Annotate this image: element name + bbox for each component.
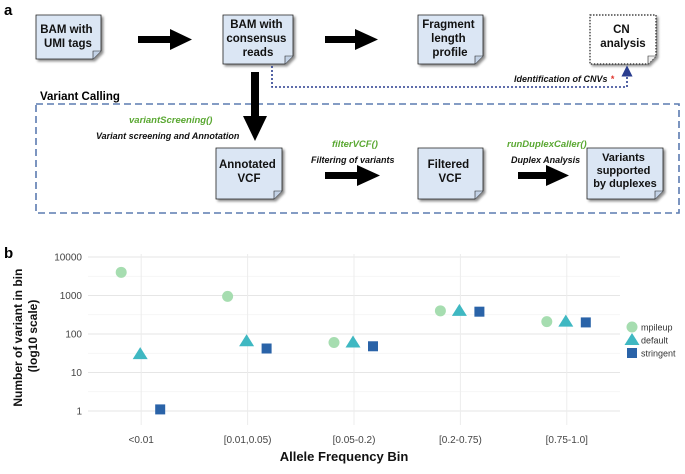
y-tick-label: 100 bbox=[65, 330, 82, 341]
variant-calling-title: Variant Calling bbox=[40, 91, 120, 103]
data-point-default bbox=[132, 347, 148, 360]
svg-text:Variants supported: Variants supported by duplexes bbox=[593, 152, 657, 190]
data-point-stringent bbox=[580, 317, 591, 328]
frequency-scatter-plot: 10000 1000 100 10 1 <0.01 [0.01,0.05) [0.05-0.2… bbox=[54, 253, 620, 446]
box-bam-umi-line-2: UMI tags bbox=[44, 38, 92, 50]
arrow-filtered-to-variants bbox=[518, 165, 569, 186]
arrow-umi-to-consensus bbox=[138, 29, 192, 50]
data-point-stringent bbox=[474, 306, 485, 317]
arrow-annotated-to-filtered bbox=[325, 165, 380, 186]
box-cn-line-1: CN bbox=[613, 24, 630, 36]
arrow-consensus-to-annotated bbox=[243, 72, 267, 141]
y-axis-label-line-2: (log10 scale) bbox=[26, 300, 40, 373]
box-variants-line-3: by duplexes bbox=[593, 178, 657, 190]
variant-calling-frame bbox=[35, 103, 680, 214]
chart-legend: mpileup default stringent bbox=[624, 321, 676, 359]
fn-run-duplex-desc: Duplex Analysis bbox=[511, 155, 580, 165]
x-tick-label: [0.75-1.0] bbox=[546, 435, 588, 446]
box-annotated-vcf: Annotated VCF bbox=[215, 147, 283, 200]
data-point-stringent bbox=[368, 341, 378, 352]
y-tick-label: 1 bbox=[76, 407, 82, 418]
data-point-mpileup bbox=[434, 305, 446, 317]
y-tick-label: 10 bbox=[71, 368, 83, 379]
svg-text:Annotated VCF: Annotated VCF bbox=[219, 159, 279, 185]
y-axis-label: Number of variant in bin (log10 scale) bbox=[11, 265, 40, 406]
x-tick-label: [0.01,0.05) bbox=[224, 435, 272, 446]
data-point-default bbox=[345, 335, 361, 348]
box-bam-consensus-line-1: BAM with bbox=[230, 19, 282, 31]
svg-text:Filtered VCF: Filtered VCF bbox=[428, 159, 473, 185]
y-axis-label-line-1: Number of variant in bin bbox=[11, 269, 25, 407]
data-point-default bbox=[239, 334, 255, 347]
legend-label-stringent: stringent bbox=[641, 349, 676, 359]
data-point-stringent bbox=[155, 404, 166, 415]
box-variants-line-1: Variants bbox=[602, 152, 645, 164]
data-point-default bbox=[451, 303, 467, 316]
box-cn-analysis: CN analysis bbox=[589, 14, 657, 65]
data-point-mpileup bbox=[541, 316, 553, 328]
data-point-mpileup bbox=[115, 266, 127, 278]
box-fragment-line-2: length bbox=[431, 33, 466, 45]
box-bam-consensus-line-2: consensus bbox=[226, 33, 286, 45]
box-variants-line-2: supported bbox=[597, 165, 651, 177]
data-point-mpileup bbox=[328, 337, 340, 349]
box-bam-umi-line-1: BAM with bbox=[40, 24, 92, 36]
box-bam-consensus-line-3: reads bbox=[243, 47, 274, 59]
data-point-mpileup bbox=[222, 290, 234, 302]
data-point-default bbox=[558, 314, 574, 327]
box-filtered-vcf: Filtered VCF bbox=[417, 147, 484, 200]
x-tick-label: [0.2-0.75) bbox=[439, 435, 482, 446]
box-bam-umi: BAM with UMI tags bbox=[35, 14, 102, 60]
box-annotated-line-1: Annotated bbox=[219, 159, 276, 171]
cnv-asterisk: * bbox=[610, 74, 614, 84]
box-filtered-line-2: VCF bbox=[439, 173, 462, 185]
fn-variant-screening: variantScreening() bbox=[129, 115, 212, 126]
x-tick-label: <0.01 bbox=[129, 435, 155, 446]
arrow-cnv-dotted bbox=[271, 65, 633, 88]
legend-label-mpileup: mpileup bbox=[641, 323, 673, 333]
box-bam-consensus: BAM with consensus reads bbox=[222, 14, 294, 65]
box-cn-line-2: analysis bbox=[600, 38, 645, 50]
legend-marker-default bbox=[624, 333, 640, 345]
box-variants-duplexes: Variants supported by duplexes bbox=[586, 147, 664, 200]
legend-marker-mpileup bbox=[626, 321, 638, 333]
fn-filter-vcf-desc: Filtering of variants bbox=[311, 155, 395, 165]
x-tick-label: [0.05-0.2) bbox=[333, 435, 376, 446]
fn-filter-vcf: filterVCF() bbox=[332, 139, 378, 150]
cnv-label: Identification of CNVs bbox=[514, 74, 608, 84]
box-fragment-line-1: Fragment bbox=[422, 19, 475, 31]
box-filtered-line-1: Filtered bbox=[428, 159, 470, 171]
legend-label-default: default bbox=[641, 336, 669, 346]
y-tick-label: 10000 bbox=[54, 253, 82, 264]
y-tick-label: 1000 bbox=[60, 291, 83, 302]
box-fragment-length: Fragment length profile bbox=[417, 14, 484, 65]
svg-text:BAM with UMI tags: BAM with UMI tags bbox=[40, 24, 96, 50]
x-axis-label: Allele Frequency Bin bbox=[280, 449, 409, 464]
svg-text:BAM with consensus: BAM with consensus reads bbox=[226, 19, 289, 59]
box-annotated-line-2: VCF bbox=[238, 173, 261, 185]
arrow-consensus-to-fragment bbox=[325, 29, 378, 50]
svg-text:CN analysis: CN analysis bbox=[600, 24, 645, 50]
svg-text:Identification of CNVs*: Identification of CNVs* bbox=[514, 74, 615, 84]
data-point-stringent bbox=[261, 343, 272, 354]
box-fragment-line-3: profile bbox=[432, 47, 467, 59]
svg-text:Fragment length pr: Fragment length profile bbox=[422, 19, 478, 59]
panel-a-label: a bbox=[4, 2, 13, 19]
legend-marker-stringent bbox=[627, 348, 637, 358]
fn-variant-screening-desc: Variant screening and Annotation bbox=[96, 131, 240, 141]
fn-run-duplex: runDuplexCaller() bbox=[507, 139, 587, 150]
panel-b-label: b bbox=[4, 245, 13, 262]
